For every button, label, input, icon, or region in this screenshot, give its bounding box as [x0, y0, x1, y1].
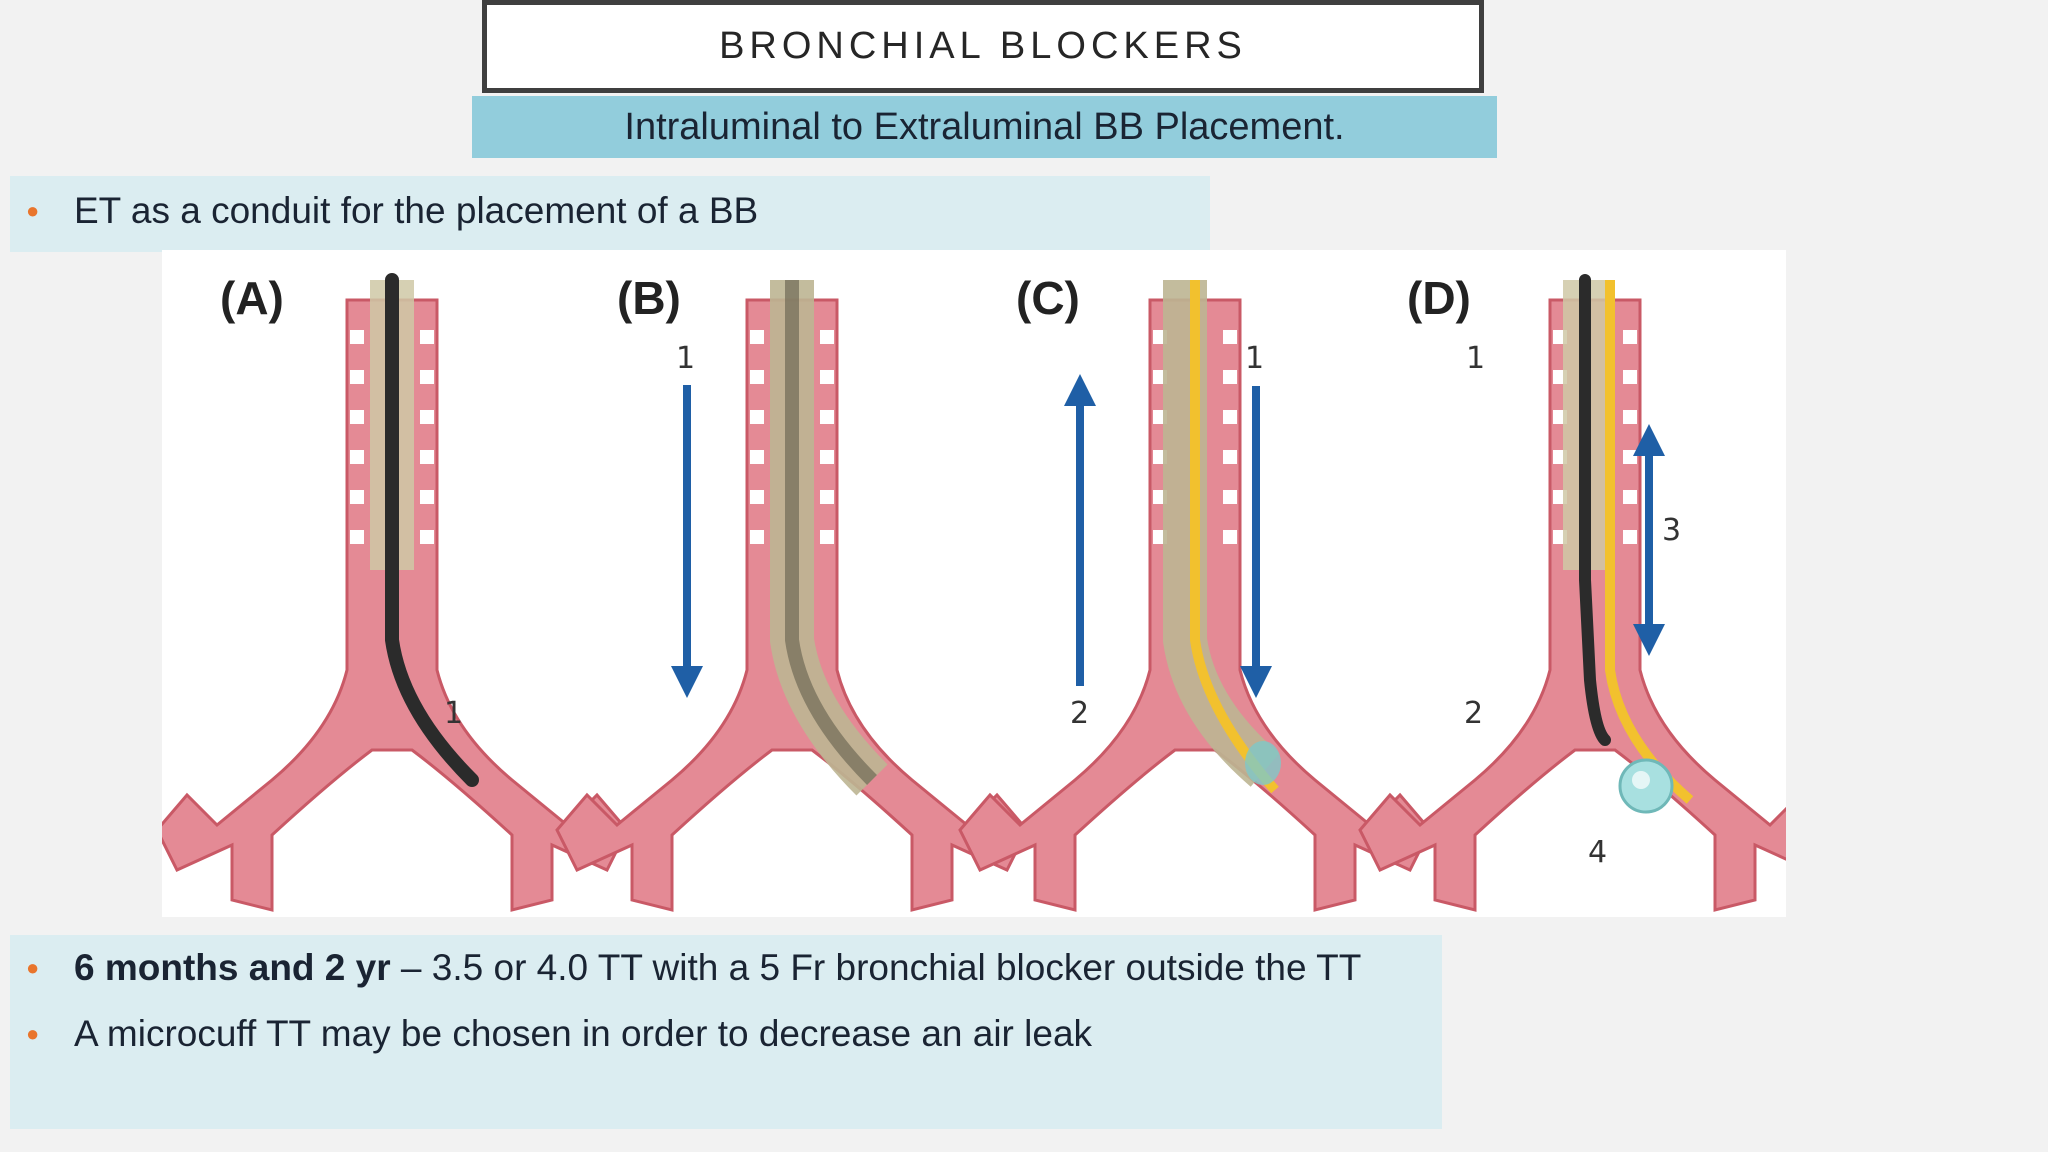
slide-title: BRONCHIAL BLOCKERS: [719, 25, 1247, 67]
bullet-text: ET as a conduit for the placement of a B…: [74, 190, 759, 231]
panel-label-c: (C): [1016, 272, 1080, 324]
panel-d-number-1: 1: [1466, 341, 1485, 376]
top-bullet-panel: ● ET as a conduit for the placement of a…: [10, 176, 1210, 252]
panel-d: [1358, 274, 1786, 912]
bullet-bold-text: 6 months and 2 yr: [74, 947, 391, 988]
panel-b-number-1: 1: [676, 341, 695, 376]
bullet-text: 6 months and 2 yr – 3.5 or 4.0 TT with a…: [74, 947, 1361, 989]
bullet-text: A microcuff TT may be chosen in order to…: [74, 1013, 1093, 1054]
bullet-dot-icon: ●: [26, 1021, 40, 1046]
bullet-dot-icon: ●: [26, 955, 40, 980]
panel-d-number-4: 4: [1588, 835, 1607, 870]
panel-a: [162, 273, 629, 912]
panel-c-number-2: 2: [1070, 696, 1089, 731]
panel-b: [555, 280, 1029, 912]
panel-c-number-1: 1: [1245, 341, 1264, 376]
bullet-dot-icon: ●: [26, 198, 40, 223]
panel-label-d: (D): [1407, 272, 1471, 324]
panel-d-number-2: 2: [1464, 696, 1483, 731]
panel-label-b: (B): [617, 272, 681, 324]
slide-subtitle: Intraluminal to Extraluminal BB Placemen…: [624, 105, 1345, 148]
panel-d-number-3: 3: [1662, 513, 1681, 548]
bullet-item: ● A microcuff TT may be chosen in order …: [26, 1013, 1092, 1055]
panel-c: [958, 280, 1432, 912]
figure-svg: (A) 1 (B) 1 (C) 1 2: [162, 272, 1786, 912]
panel-a-number-1: 1: [444, 696, 463, 731]
title-box: BRONCHIAL BLOCKERS: [482, 0, 1484, 93]
subtitle-banner: Intraluminal to Extraluminal BB Placemen…: [472, 96, 1497, 158]
bullet-item: ● ET as a conduit for the placement of a…: [26, 190, 758, 232]
bronchial-blocker-figure: (A) 1 (B) 1 (C) 1 2: [162, 250, 1786, 917]
panel-label-a: (A): [220, 272, 284, 324]
bullet-rest-text: – 3.5 or 4.0 TT with a 5 Fr bronchial bl…: [390, 947, 1362, 988]
bullet-item: ● 6 months and 2 yr – 3.5 or 4.0 TT with…: [26, 947, 1361, 989]
bottom-bullet-panel: ● 6 months and 2 yr – 3.5 or 4.0 TT with…: [10, 935, 1442, 1129]
